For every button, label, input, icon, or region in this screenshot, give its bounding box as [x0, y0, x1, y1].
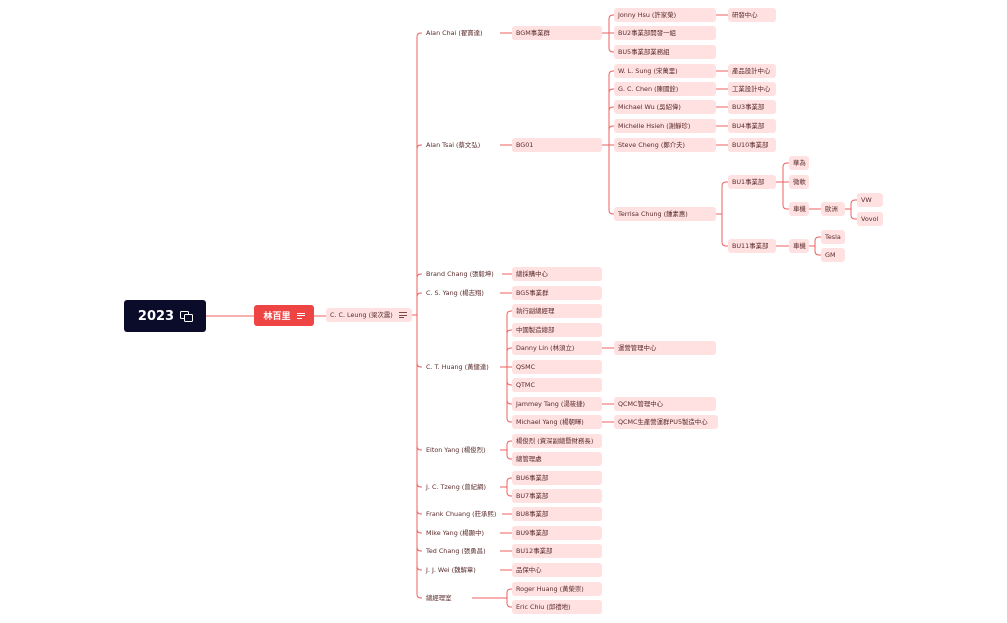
topic-node[interactable]: Jammey Tang (湯筱捷): [512, 397, 602, 411]
topic-node[interactable]: 研發中心: [728, 8, 776, 22]
topic-node[interactable]: BU1事業部: [728, 175, 776, 189]
topic-node[interactable]: Steve Cheng (鄭介夫): [614, 138, 716, 152]
topic-node[interactable]: QCMC生產營運群PU5製造中心: [614, 415, 718, 429]
topic-node[interactable]: J. J. Wei (魏解章): [426, 566, 476, 574]
topic-node[interactable]: BG01: [512, 138, 602, 152]
topic-node[interactable]: Ted Chang (張勇昌): [426, 547, 486, 555]
notes-icon[interactable]: [398, 312, 407, 318]
topic-node[interactable]: Jonny Hsu (許家榮): [614, 8, 716, 22]
topic-node[interactable]: BU12事業部: [512, 544, 602, 558]
topic-node[interactable]: BU8事業部: [512, 507, 602, 521]
topic-node[interactable]: BU6事業部: [512, 471, 602, 485]
topic-node[interactable]: 車機: [789, 202, 809, 216]
topic-node[interactable]: QTMC: [512, 378, 602, 392]
topic-node[interactable]: Tesla: [821, 230, 845, 244]
topic-node[interactable]: C. T. Huang (黃健達): [426, 363, 489, 371]
topic-node[interactable]: 總採購中心: [512, 267, 602, 281]
topic-node[interactable]: 執行副總經理: [512, 304, 602, 318]
topic-node[interactable]: BU7事業部: [512, 489, 602, 503]
main-topic-node[interactable]: 林百里: [254, 305, 314, 326]
copy-icon[interactable]: [180, 311, 194, 322]
topic-node[interactable]: Terrisa Chung (鍾素惠): [614, 207, 716, 221]
topic-node[interactable]: Michael Yang (楊朝暉): [512, 415, 602, 429]
connector-line: [500, 310, 512, 423]
topic-label: C. C. Leung (梁次震): [330, 311, 393, 319]
topic-node[interactable]: 華為: [789, 156, 809, 170]
topic-node[interactable]: Alan Tsai (蔡文弘): [426, 141, 481, 149]
topic-node[interactable]: 楊俊烈 (資深副總暨財務長): [512, 434, 602, 448]
topic-node[interactable]: Roger Huang (黃榮崇): [512, 582, 602, 596]
connector-line: [412, 32, 422, 599]
topic-node[interactable]: BGM事業群: [512, 26, 602, 40]
topic-node[interactable]: VW: [857, 193, 883, 207]
topic-node[interactable]: Alan Chai (翟寶達): [426, 29, 483, 37]
topic-node[interactable]: Elton Yang (楊俊烈): [426, 446, 486, 454]
topic-node[interactable]: C. S. Yang (楊志翔): [426, 289, 484, 297]
topic-node[interactable]: Frank Chuang (莊承熙): [426, 510, 497, 518]
topic-node[interactable]: 微軟: [789, 175, 809, 189]
connector-line: [500, 477, 512, 497]
main-topic-label: 林百里: [263, 312, 291, 322]
topic-node[interactable]: BU9事業部: [512, 526, 602, 540]
topic-node[interactable]: 總管理處: [512, 452, 602, 466]
connector-line: [776, 162, 789, 210]
topic-node-leung[interactable]: C. C. Leung (梁次震): [326, 308, 412, 322]
topic-node[interactable]: BU11事業部: [728, 239, 776, 253]
topic-node[interactable]: BU5事業部業務組: [614, 45, 716, 59]
topic-node[interactable]: Michelle Hsieh (謝靜珍): [614, 119, 716, 133]
connector-line: [716, 181, 728, 247]
topic-node[interactable]: W. L. Sung (宋萬里): [614, 64, 716, 78]
topic-node[interactable]: G. C. Chen (陳國銓): [614, 82, 716, 96]
connector-line: [809, 236, 821, 256]
notes-icon[interactable]: [296, 312, 305, 319]
topic-node[interactable]: J. C. Tzeng (曾紀綱): [426, 483, 486, 491]
topic-node[interactable]: 運營管理中心: [614, 341, 716, 355]
connector-line: [602, 14, 614, 53]
topic-node[interactable]: BU3事業部: [728, 100, 776, 114]
topic-node[interactable]: Danny Lin (林須立): [512, 341, 602, 355]
connector-line: [472, 588, 512, 608]
root-topic-label: 2023: [137, 308, 175, 324]
connector-line: [500, 440, 512, 460]
connector-line: [602, 70, 614, 215]
topic-node[interactable]: 總經理室: [426, 594, 452, 602]
topic-node[interactable]: BG5事業群: [512, 286, 602, 300]
topic-node[interactable]: QSMC: [512, 360, 602, 374]
topic-node[interactable]: QCMC管理中心: [614, 397, 716, 411]
topic-node[interactable]: 工業設計中心: [728, 82, 776, 96]
topic-node[interactable]: BU10事業部: [728, 138, 776, 152]
topic-node[interactable]: BU2事業部開發一組: [614, 26, 716, 40]
topic-node[interactable]: Brand Chang (張毅坤): [426, 270, 494, 278]
topic-node[interactable]: Eric Chiu (邱禮地): [512, 600, 602, 614]
connector-line: [845, 199, 857, 220]
topic-node[interactable]: 品保中心: [512, 563, 602, 577]
topic-node[interactable]: Vovol: [857, 212, 883, 226]
topic-node[interactable]: 中國製造總部: [512, 323, 602, 337]
topic-node[interactable]: Mike Yang (楊顯中): [426, 529, 484, 537]
topic-node[interactable]: BU4事業部: [728, 119, 776, 133]
topic-node[interactable]: 產品設計中心: [728, 64, 776, 78]
root-topic-2023[interactable]: 2023: [124, 300, 206, 332]
topic-node[interactable]: GM: [821, 248, 845, 262]
topic-node[interactable]: Michael Wu (吳紹偉): [614, 100, 716, 114]
topic-node[interactable]: 歐洲: [821, 202, 845, 216]
topic-node[interactable]: 車機: [789, 239, 809, 253]
